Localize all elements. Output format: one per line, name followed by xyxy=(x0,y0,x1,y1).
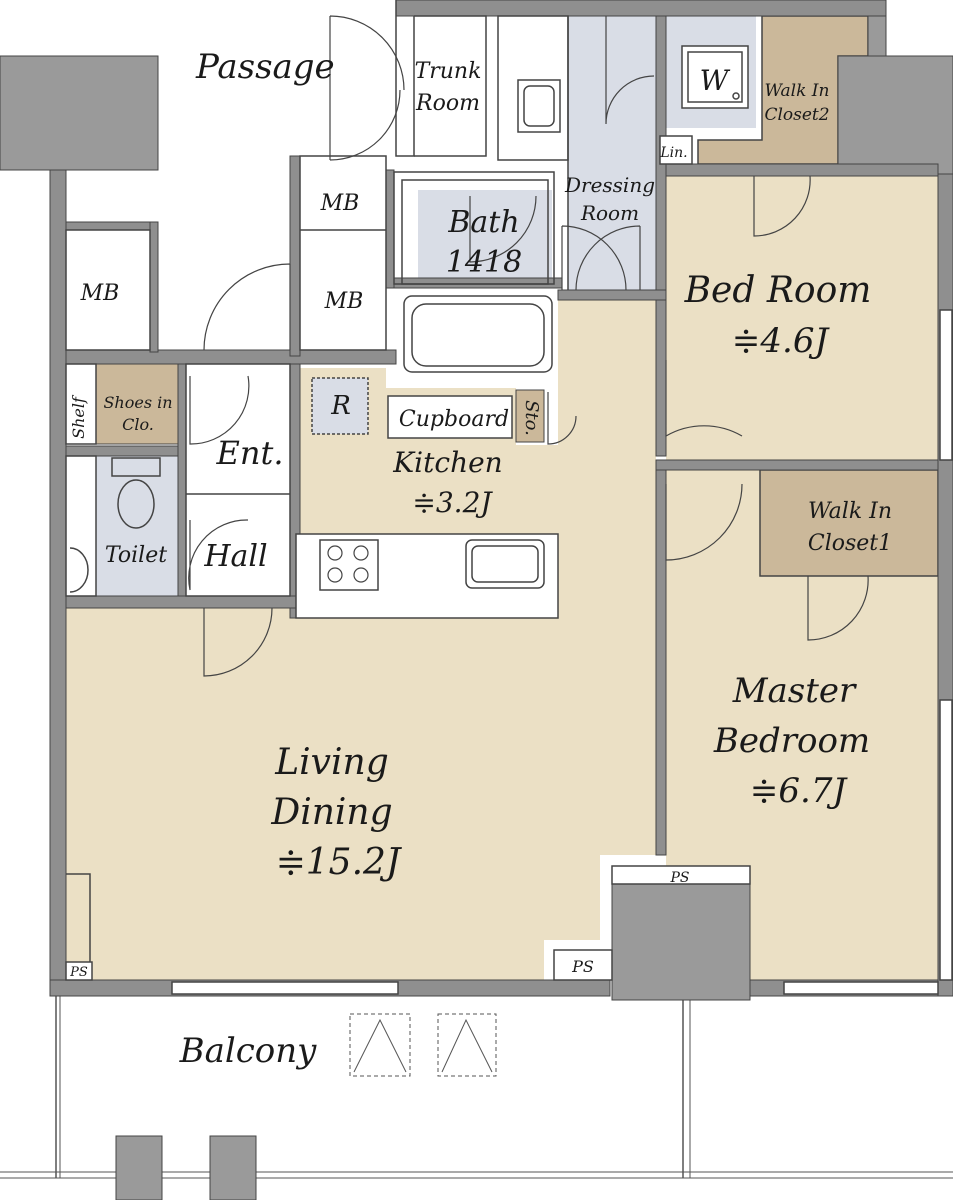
kitchen-size-label: ≑3.2J xyxy=(412,486,493,519)
ps-right-label: PS xyxy=(669,870,689,886)
toilet-room xyxy=(96,456,178,596)
bath-size-label: 1418 xyxy=(446,245,522,280)
living-dining-label: Living xyxy=(274,742,389,783)
living-dining-room xyxy=(66,300,656,980)
dressing-room xyxy=(568,16,656,296)
bed-room-size-label: ≑4.6J xyxy=(732,321,831,361)
walk-in-closet-2-label: Walk In xyxy=(765,81,830,101)
storage-label: Sto. xyxy=(521,400,542,436)
walk-in-closet-1 xyxy=(759,469,939,577)
room-labels: Passage Trunk Room W Walk In Closet2 Lin… xyxy=(69,47,892,1071)
outlines xyxy=(65,0,953,995)
refrigerator-label: R xyxy=(330,391,351,421)
mb-top-label: MB xyxy=(320,191,360,216)
bed-room-label: Bed Room xyxy=(684,270,872,311)
walk-in-closet-1-label: Closet1 xyxy=(808,531,892,556)
trunk-room-label: Trunk xyxy=(415,59,482,84)
balcony-pillar xyxy=(115,1135,163,1200)
balcony-pillar xyxy=(209,1135,257,1200)
bath-room xyxy=(418,190,552,280)
walk-in-closet-1-label: Walk In xyxy=(808,499,892,524)
master-bedroom-size-label: ≑6.7J xyxy=(750,771,849,811)
master-bedroom-label: Bedroom xyxy=(713,721,870,761)
linen-label: Lin. xyxy=(659,145,687,161)
shoes-closet-label: Shoes in xyxy=(103,393,172,412)
outdoor-unit-icon xyxy=(349,1013,411,1077)
mb-mid-label: MB xyxy=(324,289,364,314)
stove-burner-icon xyxy=(327,545,369,583)
hall-label: Hall xyxy=(203,539,267,574)
entrance-label: Ent. xyxy=(216,434,284,472)
living-dining-size-label: ≑15.2J xyxy=(276,842,403,883)
bath-label: Bath xyxy=(447,205,519,240)
balcony-area xyxy=(0,995,953,1200)
shoes-closet-label: Clo. xyxy=(122,415,154,434)
balcony-label: Balcony xyxy=(179,1031,318,1071)
door-swings xyxy=(188,15,869,677)
walk-in-closet-2-label: Closet2 xyxy=(764,105,829,125)
living-dining-label: Dining xyxy=(270,792,392,833)
mb-left-label: MB xyxy=(80,281,120,306)
ps-mid-label: PS xyxy=(571,957,594,976)
dressing-room-label: Dressing xyxy=(564,173,655,197)
shelf-label: Shelf xyxy=(69,394,88,439)
toilet-label: Toilet xyxy=(105,543,167,568)
storage-closet xyxy=(515,389,545,443)
bed-room xyxy=(666,176,938,460)
dressing-room-label: Room xyxy=(580,201,639,225)
outdoor-unit-icon xyxy=(437,1013,497,1077)
cupboard-label: Cupboard xyxy=(399,407,509,432)
kitchen-label: Kitchen xyxy=(392,446,502,479)
passage-label: Passage xyxy=(195,47,335,87)
washer-label: W xyxy=(700,64,731,97)
ps-left-label: PS xyxy=(69,965,88,980)
trunk-room-label: Room xyxy=(415,91,480,116)
master-bedroom-label: Master xyxy=(732,671,857,711)
